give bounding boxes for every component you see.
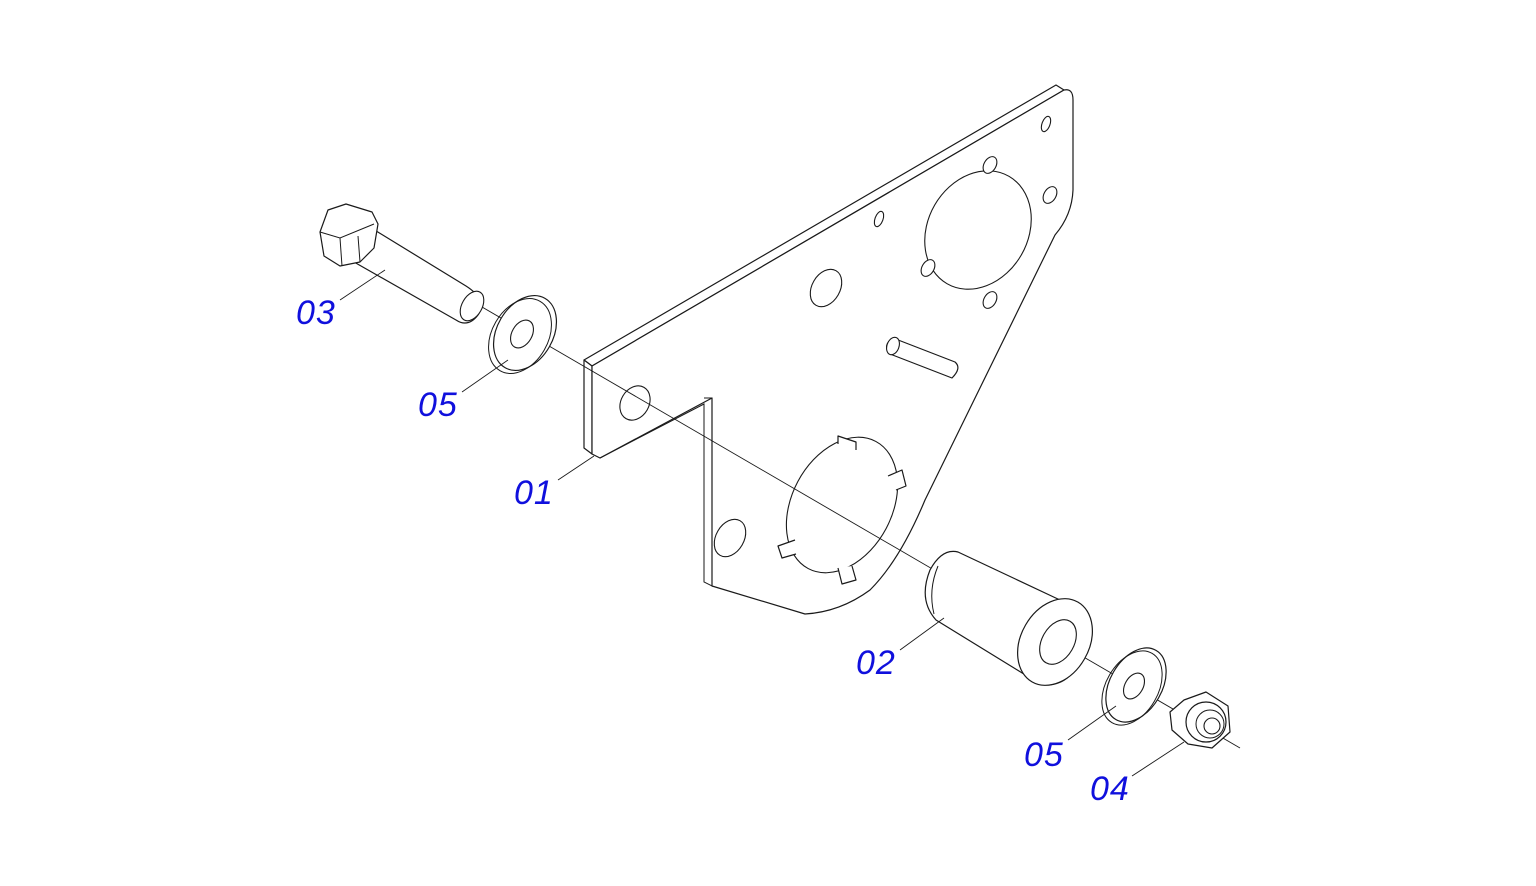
callout-label-05: 05 bbox=[418, 386, 458, 424]
spacer-tube bbox=[924, 550, 1093, 686]
callout-label-04: 04 bbox=[1090, 770, 1130, 808]
callout-label-03: 03 bbox=[296, 294, 336, 332]
lock-nut bbox=[1169, 691, 1231, 749]
callout-label-02: 02 bbox=[856, 644, 896, 682]
callout-leaders bbox=[339, 269, 1185, 777]
assembly-axis bbox=[469, 299, 1241, 749]
callout-label-05: 05 bbox=[1024, 736, 1064, 774]
washer-left bbox=[488, 295, 558, 374]
bracket-plate bbox=[583, 84, 1074, 615]
washer-right bbox=[1101, 647, 1167, 726]
hex-bolt bbox=[319, 203, 485, 324]
callout-label-01: 01 bbox=[514, 474, 554, 512]
